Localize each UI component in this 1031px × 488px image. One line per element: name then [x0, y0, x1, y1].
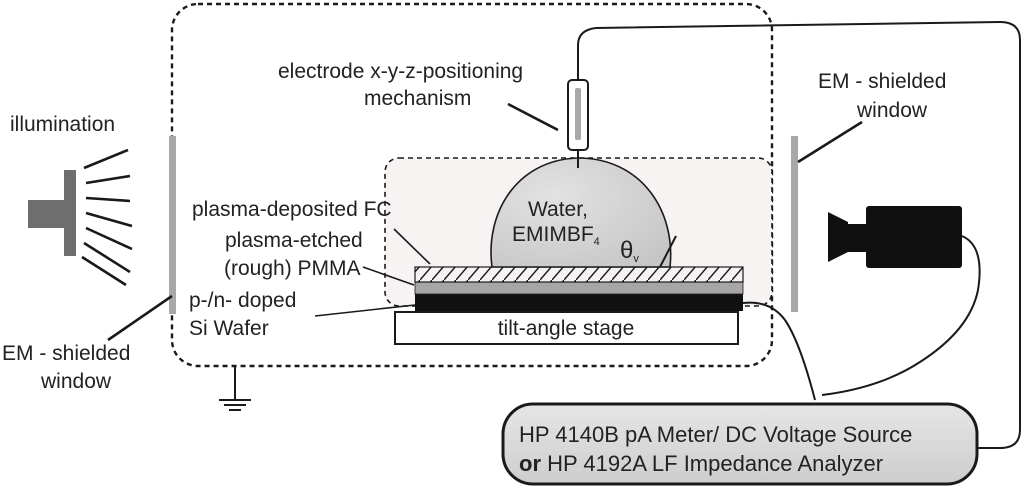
droplet-label-line1: Water,	[528, 198, 588, 221]
pmma-pointer	[362, 266, 415, 286]
camera-cable	[821, 235, 981, 396]
stage-label: tilt-angle stage	[498, 317, 635, 340]
wafer-label-line1: p-/n- doped	[189, 289, 296, 312]
fc-pointer	[393, 228, 431, 265]
right-window-pointer	[797, 120, 863, 164]
lamp-icon	[28, 170, 76, 256]
fc-label: plasma-deposited FC	[192, 198, 392, 221]
left-window-label-line2: window	[40, 370, 112, 393]
camera-icon	[828, 206, 962, 268]
tilt-angle-stage	[394, 311, 739, 345]
right-window-label-line1: EM - shielded	[818, 70, 946, 93]
electrode-label-line1: electrode x-y-z-positioning	[278, 60, 523, 83]
left-window-pointer	[107, 294, 173, 342]
fc-layer	[414, 266, 744, 283]
pmma-label-line1: plasma-etched	[225, 229, 363, 252]
pmma-label-line2: (rough) PMMA	[224, 257, 361, 280]
contact-angle-tangent	[659, 235, 677, 268]
right-window-label-line2: window	[856, 99, 928, 122]
instrument-line1: HP 4140B pA Meter/ DC Voltage Source	[519, 422, 912, 447]
left-em-window	[169, 136, 176, 314]
electrode-label-line2: mechanism	[364, 87, 471, 110]
right-em-window	[791, 136, 798, 312]
electrode-wire	[577, 20, 1021, 449]
electrode-pointer	[507, 102, 559, 132]
contact-angle-label: θv	[620, 237, 639, 265]
wafer-label-line2: Si Wafer	[189, 317, 269, 340]
si-wafer-layer	[415, 294, 743, 311]
wafer-wire	[742, 301, 816, 401]
wafer-pointer	[314, 304, 416, 317]
left-window-label-line1: EM - shielded	[2, 342, 130, 365]
instrument-line2: or HP 4192A LF Impedance Analyzer	[519, 451, 883, 476]
pmma-layer	[414, 281, 744, 295]
illumination-label: illumination	[10, 113, 115, 136]
droplet-label-line2: EMIMBF4	[512, 223, 600, 248]
ground-icon	[219, 366, 251, 411]
instrument-box	[501, 402, 979, 486]
light-rays-icon	[81, 148, 133, 287]
shielded-chamber	[170, 2, 774, 368]
electrode-needle	[575, 88, 581, 140]
